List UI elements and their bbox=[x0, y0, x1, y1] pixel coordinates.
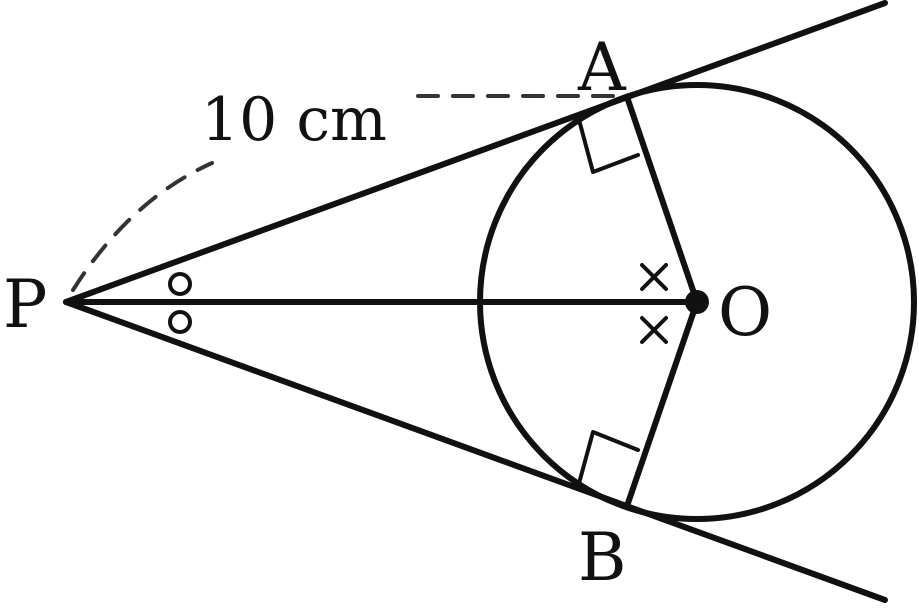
right-angle-mark-b bbox=[576, 430, 640, 489]
angle-mark-o-upper bbox=[640, 263, 668, 291]
right-angle-mark-a bbox=[576, 114, 640, 174]
label-point-b: B bbox=[578, 519, 627, 596]
label-distance-pa: 10 cm bbox=[201, 85, 387, 155]
label-point-p: P bbox=[3, 266, 47, 343]
angle-mark-o-lower bbox=[640, 316, 668, 344]
center-point-o bbox=[685, 290, 709, 314]
radius-ob bbox=[624, 299, 700, 509]
angle-mark-p-lower bbox=[168, 310, 192, 334]
label-point-o: O bbox=[718, 274, 772, 351]
angle-mark-p-upper bbox=[168, 272, 192, 296]
radius-oa bbox=[624, 94, 700, 305]
tangent-line-upper bbox=[63, 0, 888, 305]
tangent-line-lower bbox=[63, 299, 888, 603]
label-point-a: A bbox=[577, 29, 627, 106]
